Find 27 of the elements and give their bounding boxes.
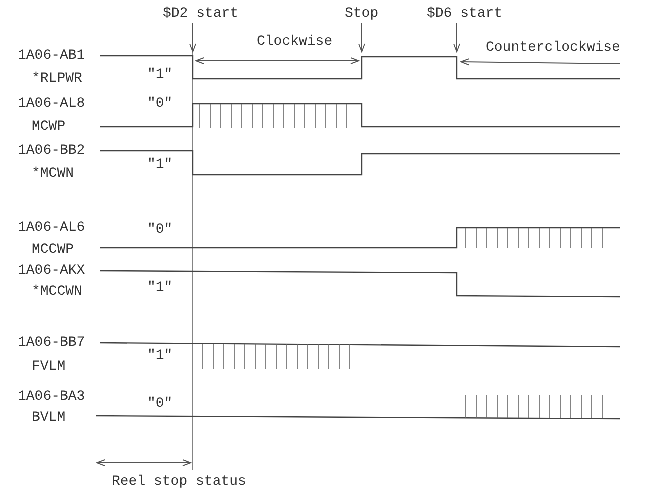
direction-label: Counterclockwise <box>486 40 620 56</box>
signal-name: *MCWN <box>32 166 74 182</box>
logic-level-label: "0" <box>148 396 173 412</box>
signal-name: 1A06-AL6 <box>18 220 86 236</box>
signal-name: MCWP <box>32 119 66 135</box>
signal-name: FVLM <box>32 359 66 375</box>
signal-name: 1A06-BA3 <box>18 389 86 405</box>
signal-name: BVLM <box>32 410 66 426</box>
signal-name: *MCCWN <box>32 284 82 300</box>
logic-level-label: "0" <box>148 222 173 238</box>
event-label: $D6 start <box>427 6 503 22</box>
signal-name: 1A06-AB1 <box>18 48 86 64</box>
signal-name: 1A06-AKX <box>18 263 86 279</box>
logic-level-label: "1" <box>148 348 173 364</box>
event-label: $D2 start <box>163 6 239 22</box>
signal-name: 1A06-AL8 <box>18 96 86 112</box>
signal-name: 1A06-BB7 <box>18 335 86 351</box>
period-label: Reel stop status <box>112 474 246 490</box>
signal-name: 1A06-BB2 <box>18 143 86 159</box>
signal-name: *RLPWR <box>32 71 82 87</box>
logic-level-label: "0" <box>148 96 173 112</box>
logic-level-label: "1" <box>148 67 173 83</box>
direction-label: Clockwise <box>257 34 333 50</box>
logic-level-label: "1" <box>148 280 173 296</box>
signal-name: MCCWP <box>32 242 74 258</box>
event-label: Stop <box>345 6 379 22</box>
logic-level-label: "1" <box>148 157 173 173</box>
